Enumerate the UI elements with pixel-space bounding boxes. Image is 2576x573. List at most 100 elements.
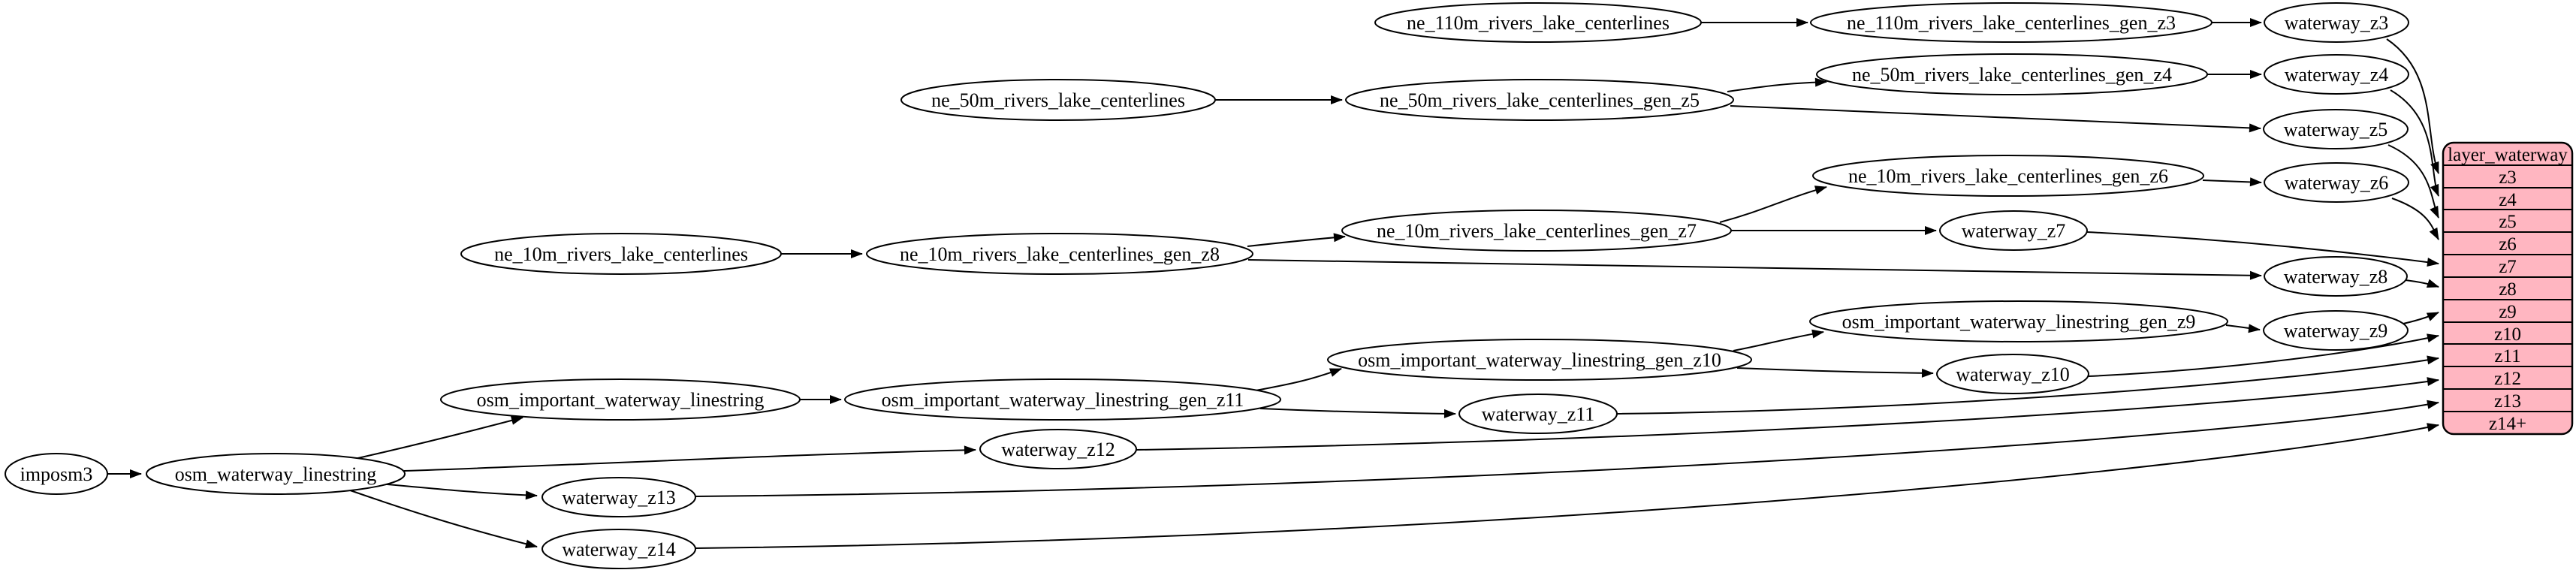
node-osm-important-waterway-linestring-gen-z9-shape xyxy=(1809,300,2228,342)
node-waterway-z9-label: waterway_z9 xyxy=(2284,320,2388,342)
node-imposm3-shape xyxy=(5,453,108,495)
table-row-z13: z13 xyxy=(2494,391,2521,412)
node-ne-50m-rivers-lake-centerlines: ne_50m_rivers_lake_centerlines xyxy=(900,79,1216,121)
node-ne-10m-rivers-lake-centerlines-gen-z8-label: ne_10m_rivers_lake_centerlines_gen_z8 xyxy=(900,243,1220,265)
node-waterway-z6-shape xyxy=(2264,162,2409,203)
edge-gen-z8-to-gen-z7 xyxy=(1247,233,1346,247)
table-row-z11: z11 xyxy=(2494,346,2520,366)
edge-waterway-z9-to-row-z9 xyxy=(2403,312,2439,324)
edge-waterway-z11-to-row-z11 xyxy=(1616,355,2439,415)
node-waterway-z4-label: waterway_z4 xyxy=(2285,64,2389,86)
nodes: imposm3 osm_waterway_linestring osm_impo… xyxy=(5,2,2409,569)
node-waterway-z7-label: waterway_z7 xyxy=(1962,220,2066,242)
edge-gen-z10-to-waterway-z10 xyxy=(1736,367,1934,378)
node-waterway-z10-shape xyxy=(1936,354,2089,394)
node-waterway-z3-label: waterway_z3 xyxy=(2285,12,2389,34)
edge-waterway-z12-to-row-z12 xyxy=(1136,377,2439,451)
table-row-z6: z6 xyxy=(2499,234,2517,255)
edge-waterway-z10-to-row-z10 xyxy=(2088,333,2439,377)
edge-waterway-z14-to-row-z14plus xyxy=(695,423,2439,549)
edge-gen-z11-to-waterway-z11 xyxy=(1259,408,1456,418)
edge-waterway-z13-to-row-z13 xyxy=(695,400,2439,497)
node-osm-waterway-linestring: osm_waterway_linestring xyxy=(146,453,406,495)
node-waterway-z13-label: waterway_z13 xyxy=(562,487,676,508)
node-ne-10m-rivers-lake-centerlines-gen-z8: ne_10m_rivers_lake_centerlines_gen_z8 xyxy=(866,233,1253,275)
node-ne-10m-rivers-lake-centerlines-gen-z7: ne_10m_rivers_lake_centerlines_gen_z7 xyxy=(1341,210,1732,252)
node-waterway-z3-shape xyxy=(2264,2,2409,43)
table-row-z9: z9 xyxy=(2499,302,2517,322)
node-waterway-z9: waterway_z9 xyxy=(2263,310,2409,351)
node-osm-important-waterway-linestring-gen-z11: osm_important_waterway_linestring_gen_z1… xyxy=(844,378,1281,421)
table-row-z4: z4 xyxy=(2499,190,2517,210)
node-ne-10m-rivers-lake-centerlines-gen-z7-label: ne_10m_rivers_lake_centerlines_gen_z7 xyxy=(1377,220,1697,242)
node-ne-10m-rivers-lake-centerlines-gen-z8-shape xyxy=(866,233,1253,275)
node-waterway-z6: waterway_z6 xyxy=(2264,162,2409,203)
node-osm-important-waterway-linestring-gen-z11-shape xyxy=(844,378,1281,421)
node-waterway-z6-label: waterway_z6 xyxy=(2285,172,2389,194)
node-osm-important-waterway-linestring-gen-z10-label: osm_important_waterway_linestring_gen_z1… xyxy=(1358,349,1721,371)
edge-waterway-z6-to-row-z6 xyxy=(2391,198,2439,240)
node-waterway-z11-label: waterway_z11 xyxy=(1482,403,1595,425)
node-waterway-z13-shape xyxy=(541,477,696,517)
node-waterway-z12-label: waterway_z12 xyxy=(1001,439,1115,460)
node-osm-important-waterway-linestring-gen-z9: osm_important_waterway_linestring_gen_z9 xyxy=(1809,300,2228,342)
node-waterway-z11-shape xyxy=(1458,394,1618,434)
table-row-z14plus: z14+ xyxy=(2489,414,2526,434)
edge-gen-z5-to-waterway-z5 xyxy=(1730,105,2261,133)
node-osm-important-waterway-linestring-gen-z9-label: osm_important_waterway_linestring_gen_z9 xyxy=(1842,311,2196,333)
node-ne-10m-rivers-lake-centerlines-gen-z6-label: ne_10m_rivers_lake_centerlines_gen_z6 xyxy=(1848,165,2168,187)
node-osm-important-waterway-linestring-shape xyxy=(440,378,801,421)
table-row-z12: z12 xyxy=(2494,369,2521,389)
node-waterway-z14-label: waterway_z14 xyxy=(562,538,676,560)
node-osm-important-waterway-linestring: osm_important_waterway_linestring xyxy=(440,378,801,421)
edge-waterway-z7-to-row-z7 xyxy=(2086,231,2439,267)
node-waterway-z12-shape xyxy=(979,429,1137,469)
node-ne-110m-rivers-lake-centerlines-shape xyxy=(1374,2,1702,43)
edge-osm-waterway-linestring-to-waterway-z12 xyxy=(403,445,976,472)
edge-gen-z7-to-gen-z6 xyxy=(1719,185,1827,223)
node-osm-important-waterway-linestring-label: osm_important_waterway_linestring xyxy=(477,389,765,411)
node-osm-waterway-linestring-label: osm_waterway_linestring xyxy=(175,463,377,485)
node-waterway-z5-label: waterway_z5 xyxy=(2284,119,2388,140)
table-row-z10: z10 xyxy=(2494,324,2521,345)
node-waterway-z9-shape xyxy=(2263,310,2409,351)
node-waterway-z3: waterway_z3 xyxy=(2264,2,2409,43)
node-waterway-z4: waterway_z4 xyxy=(2264,54,2409,95)
node-ne-50m-rivers-lake-centerlines-gen-z5-shape xyxy=(1345,79,1734,121)
node-waterway-z5-shape xyxy=(2263,109,2409,149)
node-ne-10m-rivers-lake-centerlines-gen-z6-shape xyxy=(1812,155,2204,197)
node-ne-10m-rivers-lake-centerlines-label: ne_10m_rivers_lake_centerlines xyxy=(494,243,748,265)
node-ne-50m-rivers-lake-centerlines-gen-z4-shape xyxy=(1816,53,2208,95)
node-ne-50m-rivers-lake-centerlines-gen-z4: ne_50m_rivers_lake_centerlines_gen_z4 xyxy=(1816,53,2208,95)
edges xyxy=(107,18,2439,549)
node-ne-10m-rivers-lake-centerlines: ne_10m_rivers_lake_centerlines xyxy=(460,233,782,275)
edge-waterway-z4-to-row-z4 xyxy=(2390,89,2439,197)
table-row-z3: z3 xyxy=(2499,167,2517,188)
node-waterway-z8-shape xyxy=(2264,256,2408,297)
node-ne-50m-rivers-lake-centerlines-label: ne_50m_rivers_lake_centerlines xyxy=(931,89,1185,111)
node-ne-50m-rivers-lake-centerlines-gen-z4-label: ne_50m_rivers_lake_centerlines_gen_z4 xyxy=(1852,64,2172,86)
edge-osm-waterway-linestring-to-waterway-z13 xyxy=(379,483,538,500)
edge-waterway-z8-to-row-z8 xyxy=(2405,279,2439,288)
node-osm-important-waterway-linestring-gen-z10-shape xyxy=(1327,339,1752,381)
edge-osm-waterway-linestring-to-osm-important-waterway-linestring xyxy=(337,416,523,463)
layer-waterway-table-frame xyxy=(2442,141,2574,436)
node-waterway-z10-label: waterway_z10 xyxy=(1956,363,2070,385)
node-waterway-z7: waterway_z7 xyxy=(1939,210,2088,251)
table-row-z5: z5 xyxy=(2499,212,2517,232)
edge-waterway-z3-to-row-z3 xyxy=(2386,38,2439,174)
edge-gen-z11-to-gen-z10 xyxy=(1255,368,1342,391)
node-waterway-z10: waterway_z10 xyxy=(1936,354,2089,394)
edge-osm-waterway-linestring-to-waterway-z14 xyxy=(339,486,538,549)
edge-gen-z6-to-waterway-z6 xyxy=(2202,177,2262,187)
node-osm-waterway-linestring-shape xyxy=(146,453,406,495)
node-ne-110m-rivers-lake-centerlines-gen-z3-shape xyxy=(1810,2,2213,43)
edge-gen-z8-to-waterway-z8 xyxy=(1247,259,2262,280)
node-waterway-z12: waterway_z12 xyxy=(979,429,1137,469)
node-imposm3-label: imposm3 xyxy=(20,463,93,485)
node-ne-110m-rivers-lake-centerlines-gen-z3: ne_110m_rivers_lake_centerlines_gen_z3 xyxy=(1810,2,2213,43)
node-ne-50m-rivers-lake-centerlines-shape xyxy=(900,79,1216,121)
edge-waterway-z5-to-row-z5 xyxy=(2387,144,2439,219)
